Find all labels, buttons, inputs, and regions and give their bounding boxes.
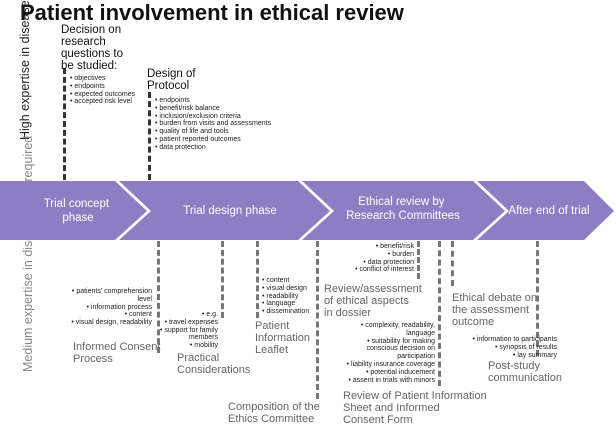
list-item: support for family members [158, 327, 218, 343]
phase-label-1: Trial concept phase [44, 198, 113, 224]
list-item: information process [62, 304, 152, 312]
list-item: travel expenses [158, 319, 218, 327]
dashed-connector-protocol [148, 92, 151, 180]
post-items: information to participants synopsis of … [462, 336, 557, 359]
list-item: information to participants [462, 336, 557, 344]
phase-chevron-3 [302, 181, 505, 240]
page-title: Patient involvement in ethical review [20, 0, 404, 25]
list-item: endpoints [155, 97, 280, 105]
phase-chevron-4 [477, 181, 614, 240]
pis-label: Review of Patient Information Sheet and … [343, 390, 487, 426]
list-item: content [262, 277, 322, 285]
list-item: expected outcomes [70, 91, 145, 99]
list-item: complexity, readability, language [338, 322, 435, 338]
phase-chevron-1 [0, 181, 147, 240]
leaflet-label: Patient Information Leaflet [255, 320, 311, 356]
list-item: benefit/risk [340, 243, 414, 251]
phase-label-3: Ethical review by Research Committees [346, 196, 460, 222]
list-item: burden from visits and assessments [155, 120, 280, 128]
dashed-connector-practical [221, 241, 224, 318]
debate-label: Ethical debate on the assessment outcome [452, 292, 538, 328]
list-item: mobility [158, 342, 218, 350]
list-item: potential inducement [338, 369, 435, 377]
leaflet-items: content visual design readability langua… [262, 277, 322, 316]
list-item: lay summary [462, 352, 557, 360]
consent-label: Informed Consent Process [73, 341, 161, 365]
list-item: liability insurance coverage [338, 361, 435, 369]
decision-heading: Decision on research questions to be stu… [61, 24, 124, 72]
phase-chevron-2 [119, 181, 330, 240]
review-top-items: benefit/risk burden data protection conf… [340, 243, 414, 274]
list-item: data protection [155, 144, 280, 152]
dashed-connector-pis [438, 241, 441, 386]
list-item: readability [262, 293, 322, 301]
practical-label: Practical Considerations [177, 352, 251, 376]
dashed-connector-post [536, 241, 539, 356]
list-item: visual design, readability [62, 319, 152, 327]
pis-items: complexity, readability, language suitab… [338, 322, 435, 384]
dashed-connector-leaflet [256, 241, 259, 318]
dashed-connector-committee [316, 241, 319, 399]
dashed-connector-debate [451, 241, 454, 286]
list-item: language [262, 300, 322, 308]
list-item: conflict of interest [340, 266, 414, 274]
protocol-items: endpoints benefit/risk balance inclusion… [155, 97, 280, 152]
list-item: suitability for making conscious decisio… [338, 338, 436, 361]
list-item: patients' comprehension level [62, 288, 152, 304]
list-item: objectives [70, 75, 145, 83]
practical-items: e.g. travel expenses support for family … [158, 311, 218, 350]
dashed-connector-decision [63, 68, 66, 180]
list-item: assent in trials with minors [338, 377, 435, 385]
list-item: patient reported outcomes [155, 136, 280, 144]
post-label: Post-study communication [488, 360, 562, 384]
consent-items: patients' comprehension level informatio… [62, 288, 152, 327]
decision-items: objectives endpoints expected outcomes a… [70, 75, 145, 106]
list-item: endpoints [70, 83, 145, 91]
ethics-committee-label: Composition of the Ethics Committee [228, 401, 320, 425]
list-item: inclusion/exclusion criteria [155, 113, 280, 121]
protocol-heading: Design of Protocol [147, 68, 196, 92]
list-item: burden [340, 251, 414, 259]
list-item: e.g. [158, 311, 218, 319]
review-label: Review/assessment of ethical aspects in … [324, 283, 422, 319]
list-item: benefit/risk balance [155, 105, 280, 113]
list-item: synopsis of results [462, 344, 557, 352]
list-item: quality of life and tools [155, 128, 280, 136]
phase-label-4: After end of trial [508, 205, 589, 217]
list-item: content [62, 311, 152, 319]
list-item: visual design [262, 285, 322, 293]
list-item: data protection [340, 259, 414, 267]
list-item: dissemination [262, 308, 322, 316]
phase-label-2: Trial design phase [183, 205, 277, 217]
dashed-connector-review [417, 241, 420, 279]
list-item: accepted risk level [70, 98, 145, 106]
dashed-connector-consent [157, 241, 160, 353]
